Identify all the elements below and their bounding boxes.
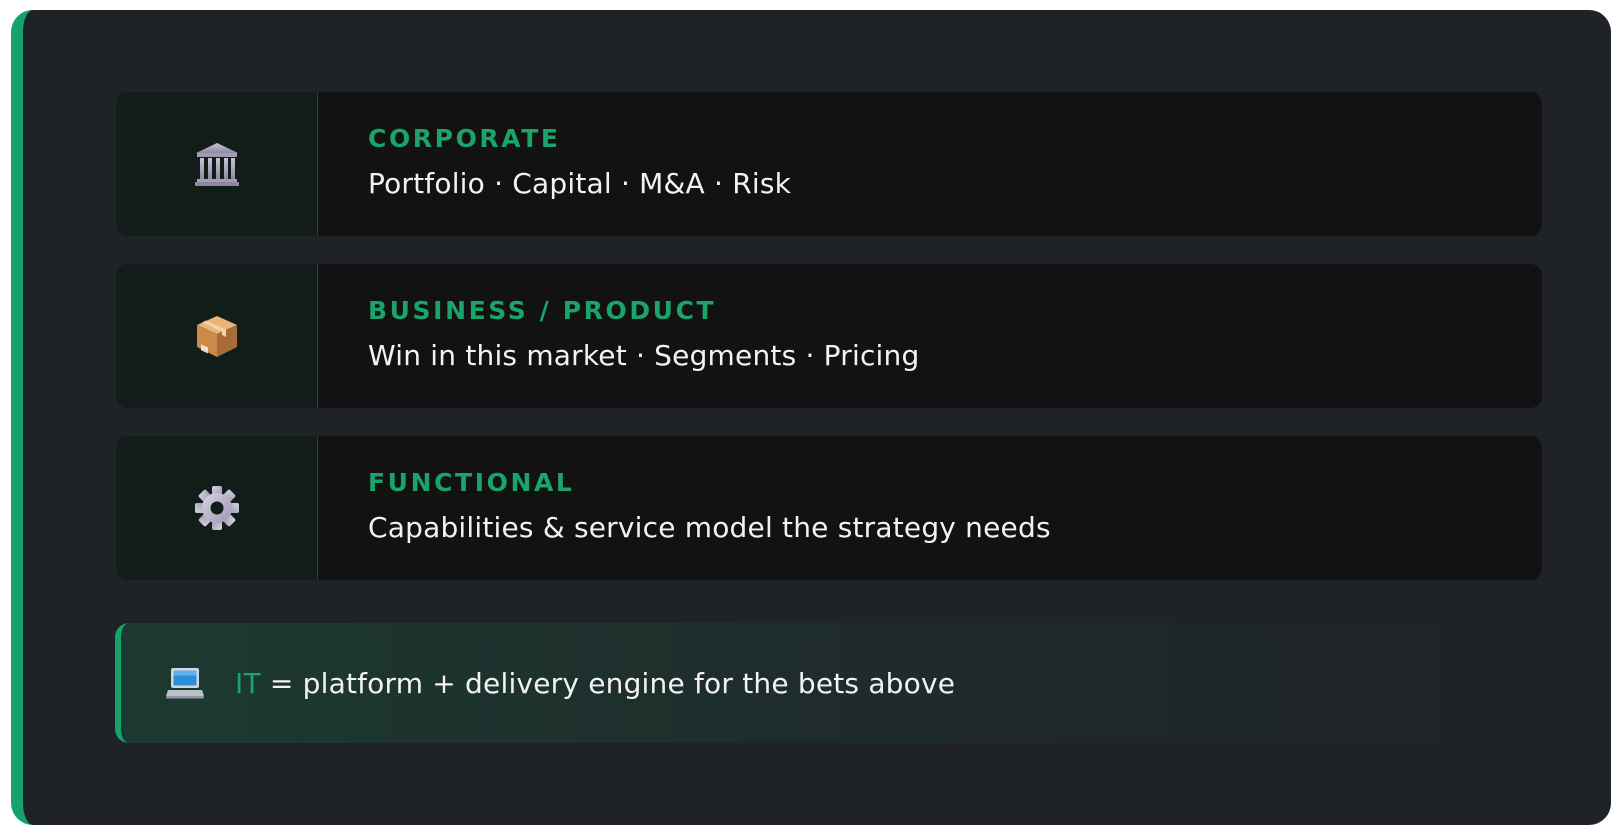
layer-functional: FUNCTIONAL Capabilities & service model … [116,436,1542,580]
layer-title: FUNCTIONAL [368,468,575,497]
layer-description: Portfolio · Capital · M&A · Risk [368,167,792,200]
layer-text: CORPORATE Portfolio · Capital · M&A · Ri… [318,92,791,236]
layer-icon-cell [116,436,318,580]
layer-description: Capabilities & service model the strateg… [368,511,1051,544]
layer-text: FUNCTIONAL Capabilities & service model … [318,436,1051,580]
layer-text: BUSINESS / PRODUCT Win in this market · … [318,264,919,408]
layer-icon-cell [116,92,318,236]
strategy-layers-card: CORPORATE Portfolio · Capital · M&A · Ri… [11,10,1611,825]
layer-title: BUSINESS / PRODUCT [368,296,717,325]
it-statement: IT = platform + delivery engine for the … [235,667,955,700]
it-keyword: IT [235,666,261,700]
gear-icon [193,484,241,532]
layer-corporate: CORPORATE Portfolio · Capital · M&A · Ri… [116,92,1542,236]
it-summary-bar: IT = platform + delivery engine for the … [115,623,1547,743]
layer-business-product: BUSINESS / PRODUCT Win in this market · … [116,264,1542,408]
classical-building-icon [194,141,240,187]
layer-icon-cell [116,264,318,408]
layer-title: CORPORATE [368,124,561,153]
it-description: = platform + delivery engine for the bet… [260,666,956,700]
laptop-icon [165,667,205,699]
package-box-icon [194,313,240,359]
layer-description: Win in this market · Segments · Pricing [368,339,920,372]
